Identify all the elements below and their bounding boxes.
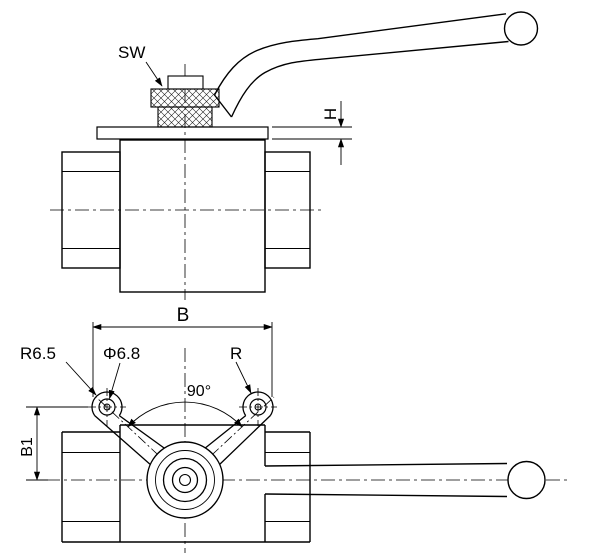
dimension-angle: 90° (127, 383, 243, 428)
handle-lever (213, 11, 539, 118)
dimension-b1: B1 (19, 406, 88, 481)
dimension-b: B (92, 305, 273, 397)
sw-label: SW (118, 43, 145, 62)
handle-plan (264, 460, 546, 500)
dimension-r: R (230, 344, 252, 394)
stem-cap (167, 75, 204, 90)
phi68-label: Φ6.8 (103, 344, 140, 363)
b1-label: B1 (19, 437, 36, 457)
r-label: R (230, 344, 242, 363)
gland-stack (150, 75, 220, 128)
mounting-plate (96, 126, 269, 140)
left-port-plan (61, 431, 120, 543)
right-ear-arc (242, 391, 274, 416)
angle-label: 90° (187, 383, 211, 400)
left-mounting-hole (98, 398, 116, 416)
right-port-plan (265, 431, 311, 543)
dimension-sw: SW (118, 43, 163, 87)
packing-gland (157, 106, 213, 128)
center-port-circles (146, 441, 224, 519)
left-ear-arc (91, 391, 123, 416)
handle-ball-end-plan (507, 460, 546, 500)
dimension-r65: R6.5 (20, 344, 97, 396)
front-view: SW H (50, 11, 539, 300)
plan-centerlines (46, 348, 568, 553)
right-port-front (264, 151, 311, 269)
gland-nut (150, 88, 220, 108)
h-label: H (321, 108, 340, 120)
left-port-front (61, 151, 121, 269)
right-mounting-hole (249, 398, 267, 416)
front-centerlines (50, 64, 322, 300)
dimension-phi68: Φ6.8 (103, 344, 140, 400)
valve-body-front (119, 139, 266, 293)
dimension-h: H (272, 101, 352, 165)
b-label: B (177, 305, 190, 326)
plan-view: 90° B B1 R6.5 Φ6.8 R (19, 305, 568, 553)
r65-label: R6.5 (20, 344, 56, 363)
handle-ball-end-front (503, 11, 539, 46)
